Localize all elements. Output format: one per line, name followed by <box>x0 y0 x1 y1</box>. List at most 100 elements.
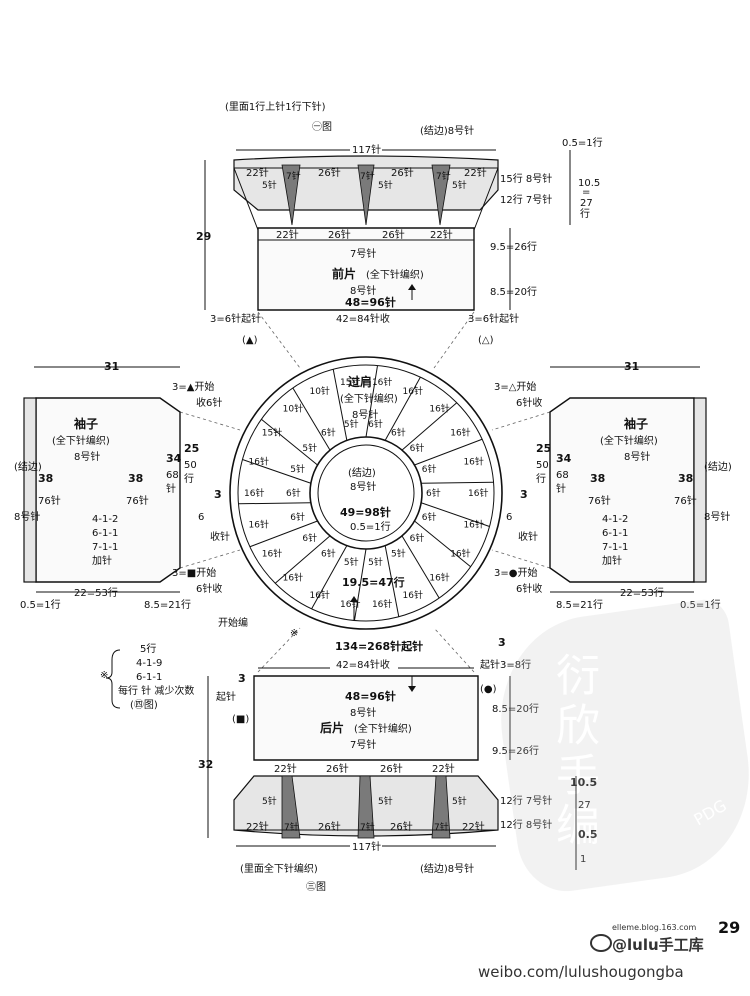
left-sleeve-needle: 8号针 <box>74 450 100 463</box>
yoke-outer-label: 16针 <box>403 385 423 397</box>
back-m22a: 22针 <box>274 762 297 775</box>
yoke-outer-label: 16针 <box>244 487 264 499</box>
notes-r3: 6-1-1 <box>136 672 162 683</box>
back-arrow-head <box>408 686 416 692</box>
yoke-spoke <box>249 520 318 548</box>
yoke-spoke <box>354 548 367 621</box>
front-96-sts: 48=96针 <box>345 295 396 309</box>
notes-brace <box>105 649 121 709</box>
left-sleeve-edge-needle: 8号针 <box>14 510 40 523</box>
back-dart-1 <box>281 775 301 839</box>
back-v1: 1 <box>580 854 586 865</box>
front-title: 前片 <box>332 266 356 281</box>
front-117-sts: 117针 <box>352 143 381 156</box>
right-sleeve-22: 22=53行 <box>620 586 664 599</box>
notes-r1: 5行 <box>140 642 156 655</box>
notes-mark: ※ <box>100 670 108 681</box>
yoke-spoke <box>414 520 471 568</box>
yoke-spoke <box>242 459 312 484</box>
yoke-start: 开始编 <box>218 616 248 629</box>
back-needle8: 8号针 <box>350 706 376 719</box>
dash-front-left <box>257 311 301 369</box>
yoke-outer-label: 16针 <box>262 548 282 560</box>
yoke-1-row: 0.5=1行 <box>350 520 391 533</box>
back-panel: 42=84针收 48=96针 8号针 后片 (全下针编织) 7号针 3 起针 (… <box>198 636 598 893</box>
yoke-outer-label: 10针 <box>309 385 329 397</box>
right-sleeve-cuff <box>693 397 707 583</box>
back-b26a: 26针 <box>318 820 341 833</box>
yoke-inner-label: 5针 <box>302 442 317 454</box>
left-sleeve-inc4: 加针 <box>92 554 112 567</box>
yoke-arrow-head <box>350 596 358 602</box>
weibo-icon <box>590 934 612 952</box>
front-22b: 22针 <box>464 166 487 179</box>
yoke-outer-label: 16针 <box>463 455 483 467</box>
yoke-spoke <box>311 545 348 610</box>
yoke-spoke <box>238 502 311 505</box>
back-5b: 5针 <box>378 795 393 807</box>
left-sleeve-50b: 行 <box>184 472 194 485</box>
front-dart-1 <box>281 164 301 226</box>
front-7b: 7针 <box>360 170 375 182</box>
left-sleeve-05: 0.5=1行 <box>20 598 61 611</box>
dash-back-left <box>257 627 301 673</box>
front-5c: 5针 <box>452 179 467 191</box>
front-5b: 5针 <box>378 179 393 191</box>
yoke-outer-label: 16针 <box>468 487 488 499</box>
yoke-outer-label: 16针 <box>463 519 483 531</box>
front-height-29: 29 <box>196 230 211 243</box>
back-selvedge: (结边)8号针 <box>420 862 474 875</box>
back-rows-12: 12行 7号针 <box>500 794 552 807</box>
yoke: 16针16针16针16针16针16针16针16针16针16针16针16针16针1… <box>218 356 503 653</box>
yoke-outer-label: 16针 <box>450 426 470 438</box>
yoke-outer-label: 15针 <box>340 376 360 388</box>
right-sleeve-inc4: 加针 <box>602 554 622 567</box>
left-sleeve-edge: (结边) <box>14 460 42 473</box>
right-sleeve-needle: 8号针 <box>624 450 650 463</box>
front-fig-label: ㊀图 <box>312 121 332 133</box>
front-rows-15: 15行 8号针 <box>500 172 552 185</box>
back-note: (里面全下针编织) <box>240 862 318 875</box>
notes-r4: 每行 针 减少次数 <box>118 684 194 697</box>
yoke-spoke <box>261 418 318 466</box>
left-sleeve-body <box>35 397 181 583</box>
yoke-inner-label: 5针 <box>290 463 305 475</box>
left-sleeve-cuff <box>23 397 37 583</box>
back-cast-left2: 起针 <box>216 690 236 703</box>
left-sleeve-mid3: 3 <box>214 488 222 501</box>
yoke-spoke <box>332 369 348 441</box>
front-v26: 9.5=26行 <box>490 240 537 253</box>
front-needle7: 7号针 <box>350 247 376 260</box>
left-sleeve: 31 袖子 (全下针编织) 8号针 (结边) 8号针 38 76针 38 76针… <box>14 360 230 611</box>
back-96-sts: 48=96针 <box>345 689 396 703</box>
yoke-inner-label: 6针 <box>410 442 425 454</box>
back-7a: 7针 <box>284 821 299 833</box>
front-body <box>257 227 475 311</box>
back-v105: 10.5 <box>570 776 597 789</box>
yoke-inner-label: 6针 <box>286 487 301 499</box>
back-m26a: 26针 <box>326 762 349 775</box>
right-sleeve-50: 50 <box>536 460 549 471</box>
yoke-spoke <box>414 438 483 466</box>
left-sleeve-mid6: 6 <box>198 512 204 523</box>
back-fig: ㊂图 <box>306 881 326 893</box>
yoke-spoke <box>384 545 400 617</box>
yoke-inner-label: 5针 <box>368 556 383 568</box>
right-sleeve-25: 25 <box>536 442 551 455</box>
yoke-inner-label: 5针 <box>344 556 359 568</box>
yoke-inner-label: 6针 <box>321 548 336 560</box>
yoke-inner-label: 6针 <box>426 487 441 499</box>
front-m22a: 22针 <box>276 228 299 241</box>
yoke-outer-circle <box>229 356 503 630</box>
dash-left-sleeve-bottom <box>179 549 241 569</box>
yoke-outer-label: 16针 <box>309 589 329 601</box>
right-sleeve-start-a: 3=△开始 <box>494 380 536 393</box>
front-rows-12: 12行 7号针 <box>500 193 552 206</box>
dash-right-sleeve-top <box>491 411 551 431</box>
yoke-inner-label: 6针 <box>422 511 437 523</box>
front-26b: 26针 <box>391 166 414 179</box>
right-sleeve: 31 袖子 (全下针编织) 8号针 (结边) 8号针 38 76针 38 76针… <box>494 360 732 611</box>
front-arrow-head <box>408 284 416 290</box>
yoke-spoke <box>384 376 421 441</box>
